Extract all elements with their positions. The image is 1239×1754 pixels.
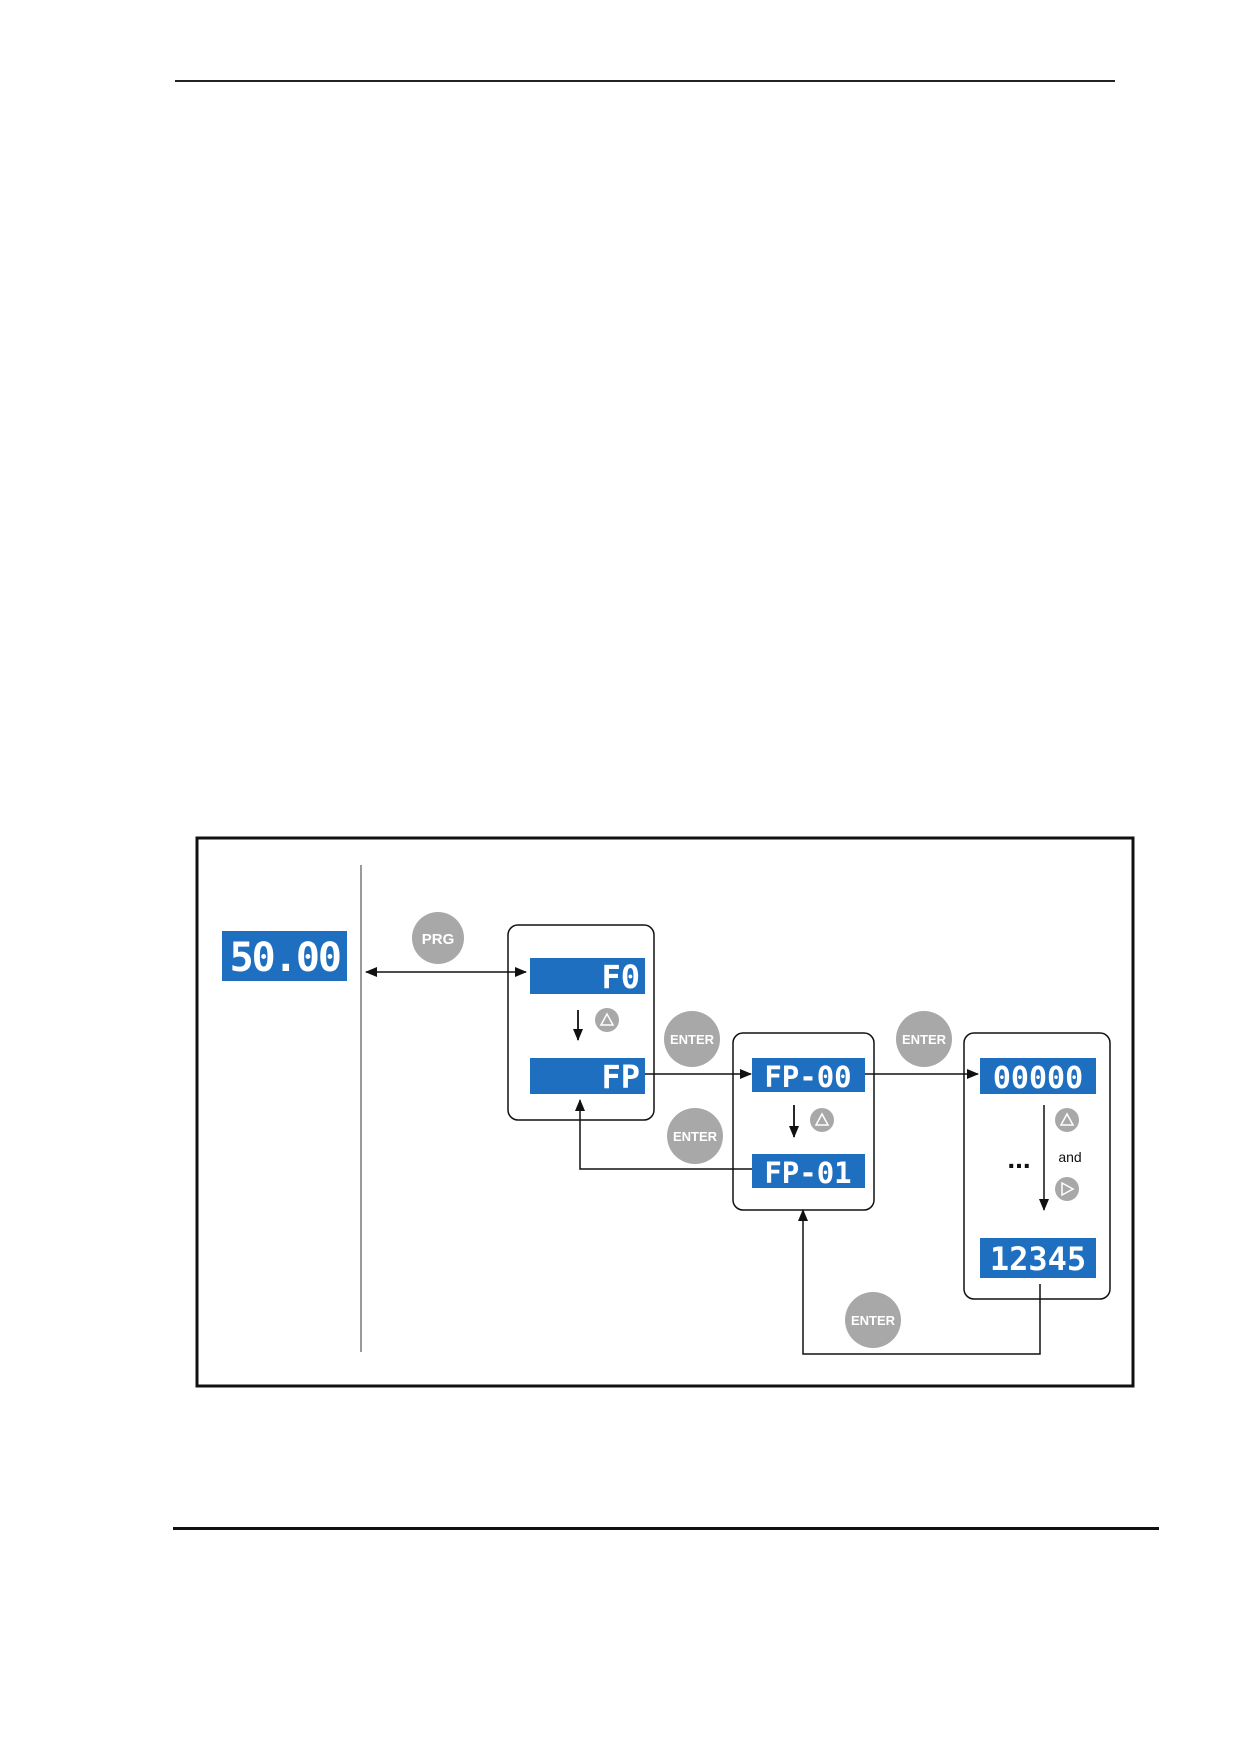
param-first-display: FP-00 (752, 1058, 865, 1094)
up-arrow-key-icon[interactable] (810, 1108, 834, 1132)
enter-button-4-label: ENTER (851, 1313, 896, 1328)
value-edited-display: 12345 (980, 1238, 1096, 1278)
prg-button[interactable]: PRG (412, 912, 464, 964)
up-arrow-key-icon[interactable] (1055, 1108, 1079, 1132)
right-shift-key-icon[interactable] (1055, 1177, 1079, 1201)
group-selected-text: FP (601, 1058, 640, 1096)
group-first-text: F0 (601, 958, 640, 996)
param-next-text: FP-01 (764, 1156, 851, 1190)
enter-button-2-label: ENTER (673, 1129, 718, 1144)
enter-button-1[interactable]: ENTER (664, 1011, 720, 1067)
enter-button-1-label: ENTER (670, 1032, 715, 1047)
group-selected-display: FP (530, 1058, 645, 1096)
enter-button-3-label: ENTER (902, 1032, 947, 1047)
enter-button-2[interactable]: ENTER (667, 1108, 723, 1164)
and-label: and (1058, 1149, 1081, 1165)
enter-button-3[interactable]: ENTER (896, 1011, 952, 1067)
enter-return-arrow-to-groups (575, 1099, 752, 1170)
value-initial-display: 00000 (980, 1058, 1096, 1096)
enter-return-arrow-to-params (798, 1209, 1041, 1355)
group-menu-box (507, 924, 655, 1121)
up-arrow-key-icon[interactable] (595, 1008, 619, 1032)
value-initial-text: 00000 (993, 1061, 1083, 1096)
param-first-text: FP-00 (764, 1060, 851, 1094)
group-first-display: F0 (530, 958, 645, 996)
enter-button-4[interactable]: ENTER (845, 1292, 901, 1348)
diagram-frame (195, 836, 1135, 1388)
header-rule (175, 80, 1115, 82)
param-next-display: FP-01 (752, 1154, 865, 1190)
home-display: 50.00 (222, 931, 347, 981)
value-edit-box (963, 1032, 1111, 1300)
home-display-value: 50.00 (230, 935, 340, 981)
prg-button-label: PRG (422, 931, 455, 948)
value-edited-text: 12345 (990, 1240, 1086, 1278)
ellipsis-text: ... (1007, 1143, 1030, 1174)
footer-rule (173, 1527, 1159, 1530)
